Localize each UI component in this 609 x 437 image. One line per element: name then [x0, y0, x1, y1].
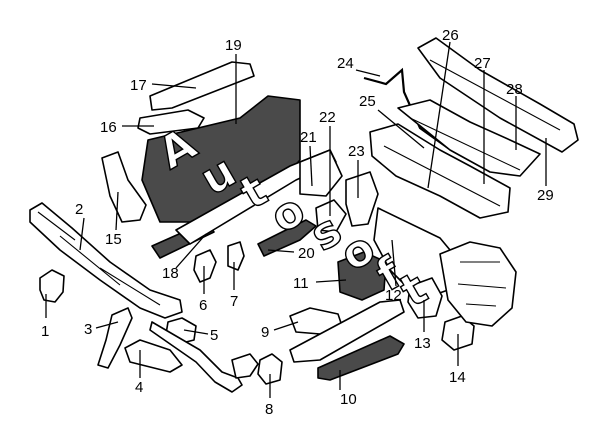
label-1: 1: [41, 323, 49, 340]
label-5: 5: [210, 327, 218, 344]
part-6-bracket: [193, 249, 217, 283]
part-10-panel: [317, 335, 405, 381]
part-21-panel: [299, 149, 343, 197]
label-18: 18: [162, 265, 179, 282]
label-20: 20: [298, 245, 315, 262]
part-rear-frame-middle: [397, 99, 541, 177]
label-14: 14: [449, 369, 466, 386]
label-13: 13: [414, 335, 431, 352]
part-3-bracket: [97, 307, 133, 369]
part-4-plate: [124, 339, 183, 373]
label-3: 3: [84, 321, 92, 338]
label-24: 24: [337, 55, 354, 72]
part-8-block: [257, 353, 283, 385]
label-6: 6: [199, 297, 207, 314]
label-25: 25: [359, 93, 376, 110]
part-20-bracket: [257, 219, 317, 257]
label-17: 17: [130, 77, 147, 94]
part-13-bracket: [407, 277, 443, 319]
part-7-bracket: [227, 241, 245, 271]
label-4: 4: [135, 379, 143, 396]
label-16: 16: [100, 119, 117, 136]
label-22: 22: [319, 109, 336, 126]
label-10: 10: [340, 391, 357, 408]
part-rear-frame-lower: [369, 123, 511, 219]
label-15: 15: [105, 231, 122, 248]
part-wheel-housing: [439, 241, 517, 327]
part-11-mount: [337, 251, 387, 301]
part-rod-end: [231, 353, 259, 379]
label-21: 21: [300, 129, 317, 146]
label-19: 19: [225, 37, 242, 54]
part-23-bracket: [345, 171, 379, 227]
label-29: 29: [537, 187, 554, 204]
label-27: 27: [474, 55, 491, 72]
part-17-rail: [149, 61, 255, 111]
part-2-front-crossmember: [29, 202, 183, 319]
part-tie-rod: [149, 321, 243, 393]
callout-labels: 1 2 3 4 5 6 7 8 9 10 11 12 13 14 15 16 1…: [41, 27, 554, 418]
label-12: 12: [385, 287, 402, 304]
part-15-side-member: [101, 151, 147, 223]
label-26: 26: [442, 27, 459, 44]
label-2: 2: [75, 201, 83, 218]
leader-lines: [45, 41, 547, 398]
label-28: 28: [506, 81, 523, 98]
label-9: 9: [261, 324, 269, 341]
label-11: 11: [293, 275, 309, 292]
part-rear-frame-upper: [417, 37, 579, 153]
part-1-bracket: [39, 269, 65, 303]
label-7: 7: [230, 293, 238, 310]
part-lower-rail: [289, 299, 405, 363]
label-23: 23: [348, 143, 365, 160]
label-8: 8: [265, 401, 273, 418]
part-22-bracket: [315, 199, 347, 233]
